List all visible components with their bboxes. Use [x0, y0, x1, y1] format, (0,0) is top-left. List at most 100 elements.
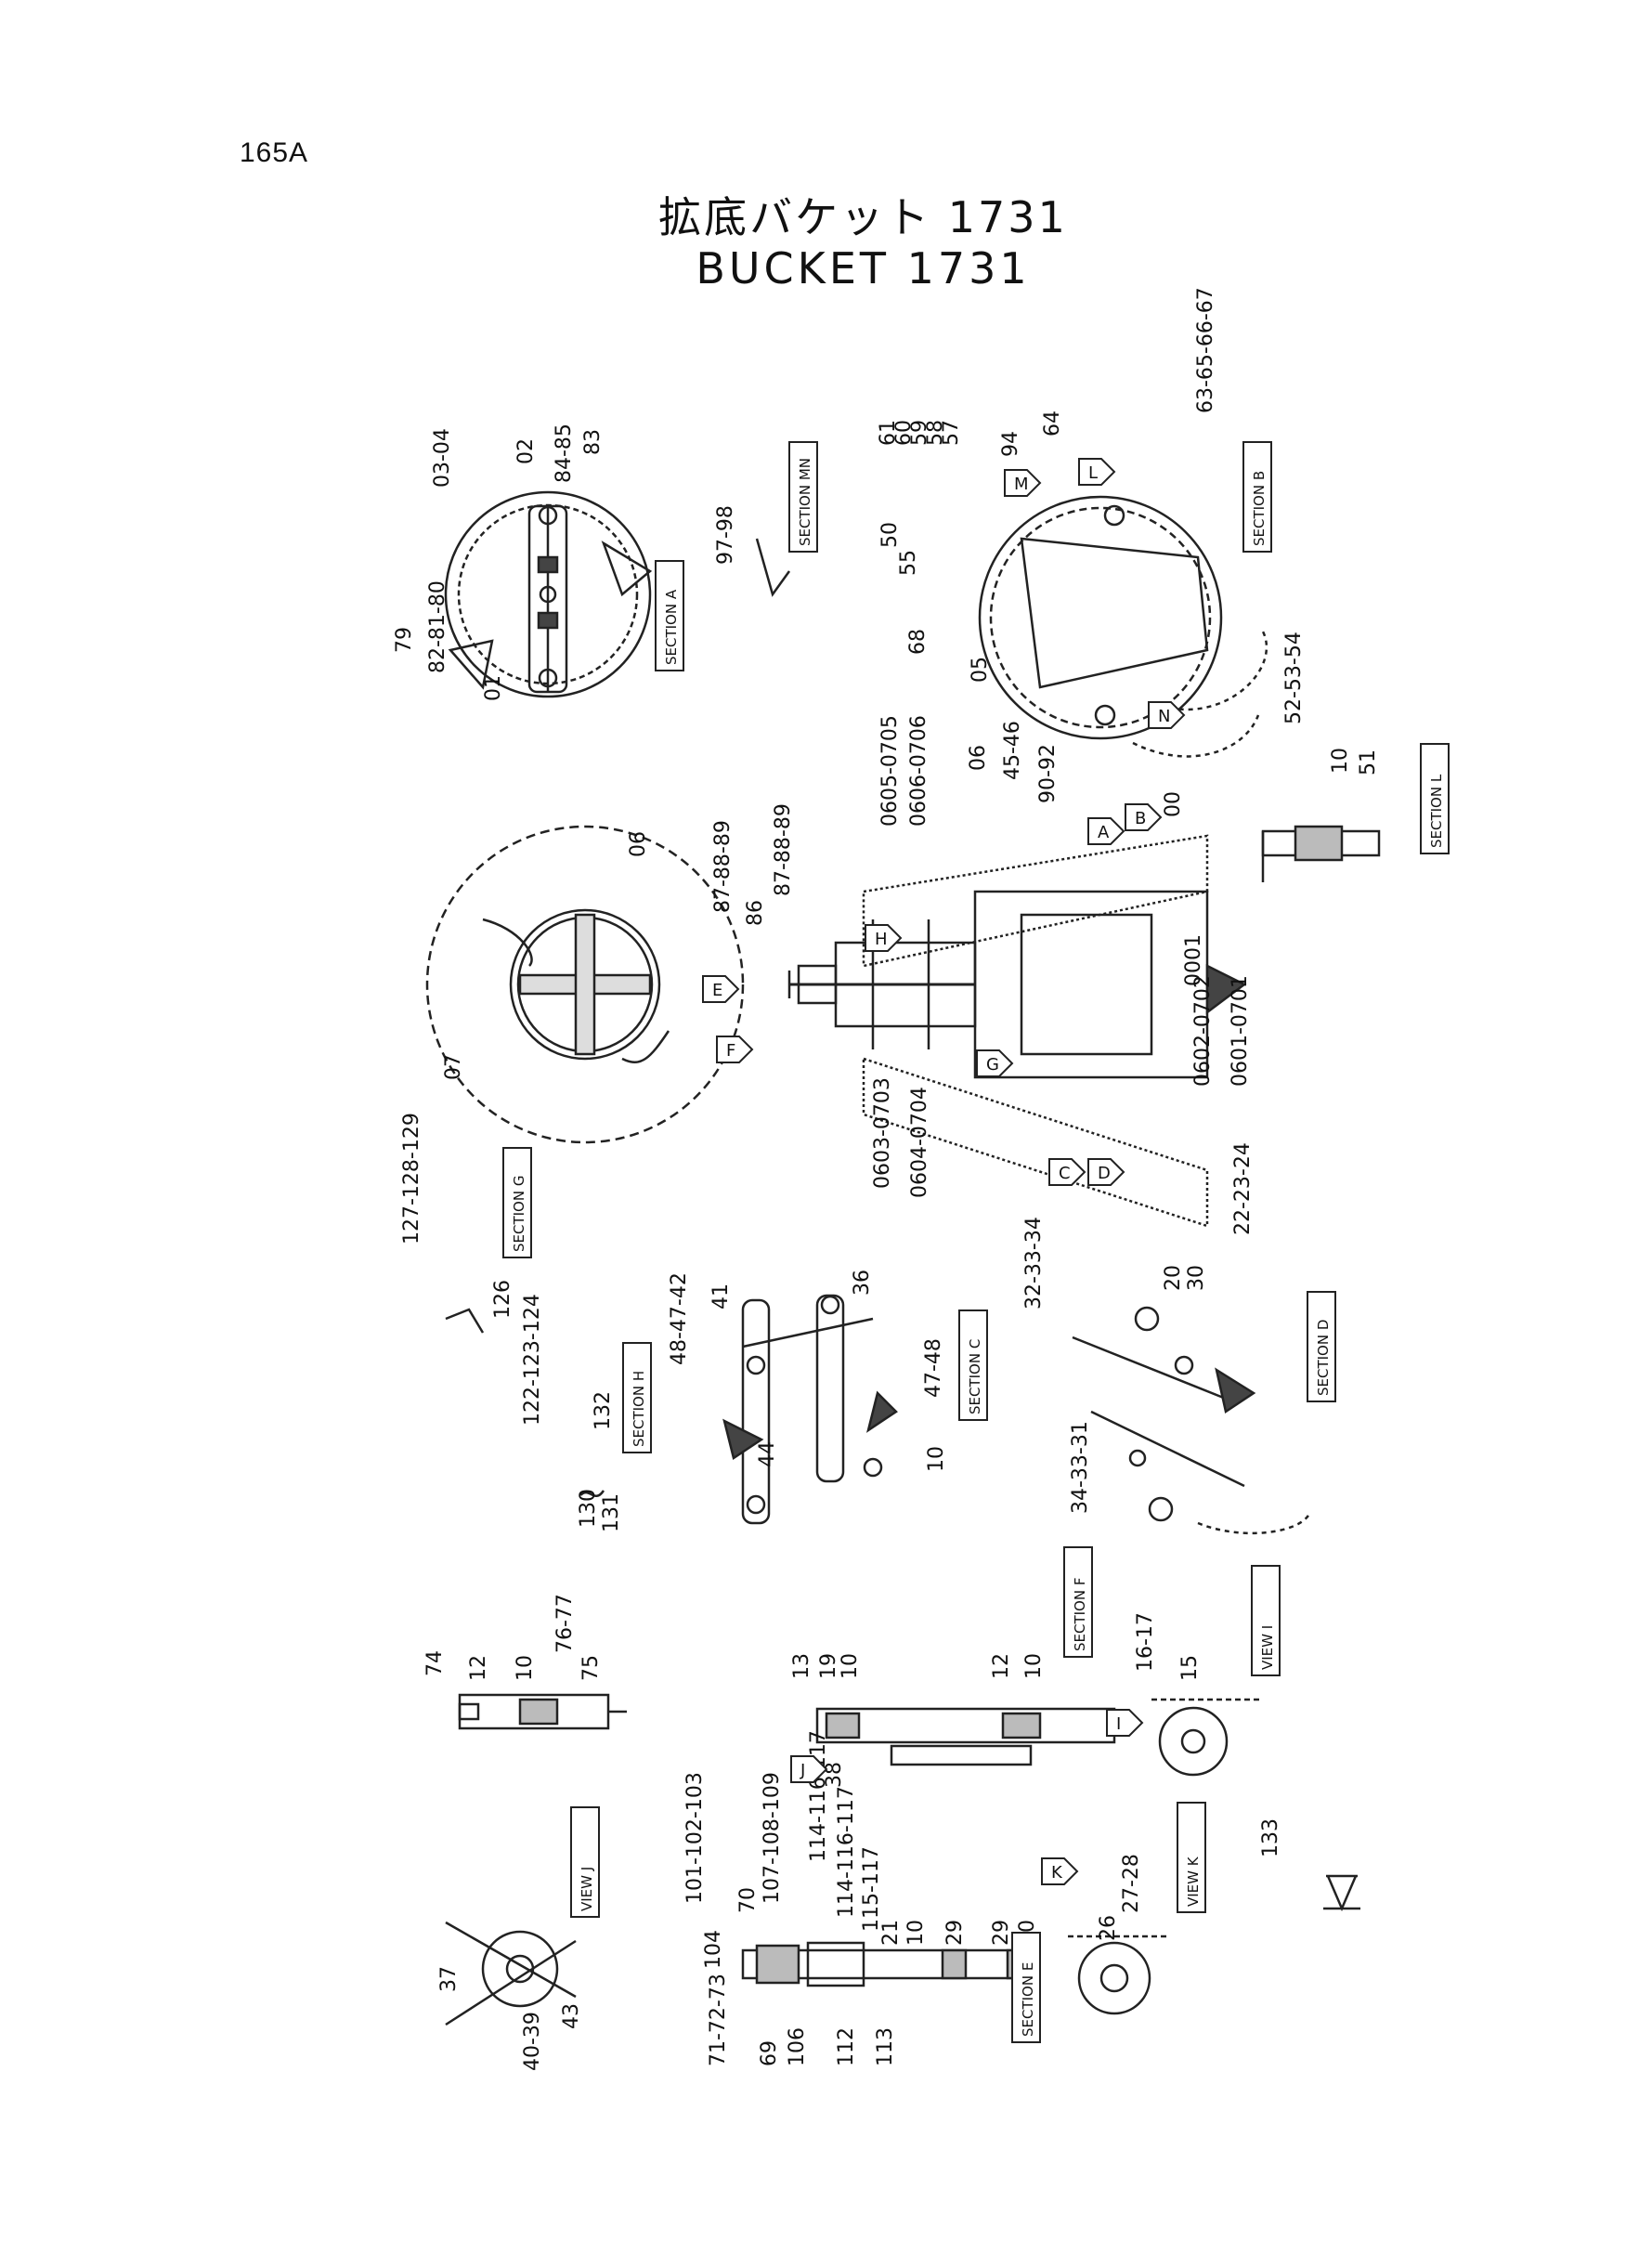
view-arrow-shape [1106, 1709, 1144, 1737]
section-tag-label: SECTION D [1315, 1320, 1332, 1396]
view-arrow-letter: D [1098, 1164, 1111, 1183]
part-callout-c20: 05 [969, 657, 992, 683]
section-tag-label: SECTION A [663, 589, 680, 665]
part-callout-c24: 06 [627, 831, 650, 857]
part-callout-c30: 0606-0706 [907, 715, 930, 827]
part-callout-c57: 74 [423, 1650, 447, 1676]
section-tag-label: SECTION C [967, 1339, 983, 1414]
section-tag-label: VIEW I [1259, 1625, 1276, 1670]
part-callout-c11: 59 [908, 420, 931, 446]
section-tag-box [1307, 1291, 1336, 1402]
section-tag-s6: SECTION H [622, 1342, 652, 1453]
part-callout-c52: 32-33-34 [1022, 1217, 1046, 1309]
part-callout-c53: 20 [1162, 1265, 1185, 1291]
part-callout-c68: 15 [1178, 1655, 1202, 1681]
view-arrow-a10: C [1048, 1158, 1086, 1186]
section-tag-box [1063, 1546, 1093, 1658]
view-arrow-shape [1125, 803, 1163, 831]
part-callout-c18: 55 [897, 550, 920, 576]
section-h-wire [579, 1490, 605, 1497]
section-b-ring [978, 495, 1268, 758]
part-callout-c32: 45-46 [1001, 721, 1024, 780]
part-callout-c22: 10 [1329, 748, 1352, 774]
part-callout-c15: 64 [1041, 410, 1064, 436]
part-callout-c6: 84-85 [553, 423, 576, 483]
part-callout-c7: 83 [581, 429, 605, 455]
section-tag-s5: SECTION G [502, 1147, 532, 1258]
part-callout-c39: 0604-0704 [908, 1087, 931, 1198]
section-f-shaft [815, 1707, 1116, 1766]
part-callout-c12: 58 [924, 420, 947, 446]
view-arrow-letter: E [712, 981, 722, 1000]
part-callout-c55: 22-23-24 [1231, 1142, 1255, 1235]
view-arrow-shape [1048, 1158, 1086, 1186]
part-callout-c82: 27-28 [1120, 1854, 1143, 1913]
view-arrow-shape [865, 924, 903, 952]
section-tag-box [1251, 1565, 1281, 1676]
part-callout-c67: 16-17 [1134, 1612, 1157, 1672]
section-tag-label: SECTION MN [797, 458, 813, 546]
section-tag-box [1177, 1802, 1206, 1913]
part-callout-c91: 40-39 [521, 2012, 544, 2071]
part-callout-c58: 12 [467, 1655, 490, 1681]
view-arrow-letter: A [1098, 823, 1110, 842]
part-callout-c84: 104 [702, 1930, 725, 1969]
part-callout-c49: 47-48 [922, 1338, 945, 1398]
part-callout-c54: 30 [1185, 1265, 1208, 1291]
part-callout-c71: 101-102-103 [683, 1772, 707, 1904]
view-arrow-a7: F [716, 1036, 754, 1063]
part-callout-c31: 06 [967, 745, 990, 771]
part-callout-c50: 44 [756, 1441, 779, 1467]
view-arrow-a4: A [1087, 817, 1125, 845]
view-arrow-shape [702, 975, 740, 1003]
view-arrow-a12: I [1106, 1709, 1144, 1737]
view-arrow-a13: J [790, 1755, 828, 1783]
part-callout-c10: 60 [892, 420, 916, 446]
section-tag-s13: SECTION E [1011, 1932, 1041, 2043]
section-tag-label: SECTION G [511, 1176, 527, 1252]
section-tag-box [622, 1342, 652, 1453]
section-tag-s11: VIEW J [570, 1806, 600, 1918]
part-callout-c21: 52-53-54 [1282, 632, 1306, 724]
view-arrow-shape [1078, 458, 1116, 486]
part-callout-c77: 10 [904, 1920, 928, 1946]
view-k-circle [1068, 1935, 1170, 2015]
section-tag-box [570, 1806, 600, 1918]
view-arrow-a5: B [1125, 803, 1163, 831]
view-arrow-letter: J [800, 1761, 805, 1780]
shackle-133 [1323, 1874, 1360, 1912]
view-arrow-a14: K [1041, 1857, 1079, 1885]
title-japanese: 拡底バケット 1731 [658, 192, 1068, 242]
section-tag-label: SECTION E [1020, 1962, 1036, 2037]
part-callout-c88: 106 [786, 2027, 809, 2066]
part-callout-c56: 34-33-31 [1069, 1421, 1092, 1514]
part-callout-c45: 131 [600, 1493, 623, 1532]
section-tag-box [1242, 441, 1272, 553]
part-callout-c5: 02 [514, 438, 538, 464]
part-callout-c92: 43 [560, 2003, 583, 2029]
part-callout-c51: 10 [925, 1446, 948, 1472]
section-tag-box [958, 1309, 988, 1421]
view-arrow-letter: I [1116, 1714, 1121, 1734]
view-arrow-a8: H [865, 924, 903, 952]
view-arrow-a11: D [1087, 1158, 1125, 1186]
part-callout-c65: 12 [990, 1653, 1013, 1679]
view-arrow-shape [716, 1036, 754, 1063]
part-callout-c76: 21 [879, 1920, 903, 1946]
part-callout-c16: 63-65-66-67 [1194, 287, 1217, 413]
view-arrow-a9: G [976, 1049, 1014, 1077]
section-tag-label: SECTION B [1251, 471, 1268, 546]
part-callout-c33: 90-92 [1036, 744, 1060, 803]
title-english: BUCKET 1731 [696, 243, 1031, 293]
part-callout-c89: 112 [835, 2027, 858, 2066]
part-callout-c4: 03-04 [431, 428, 454, 488]
section-tag-box [788, 441, 818, 553]
part-callout-c73: 70 [736, 1887, 760, 1913]
view-arrow-shape [1087, 1158, 1125, 1186]
view-arrow-letter: H [875, 930, 888, 949]
section-tag-box [502, 1147, 532, 1258]
part-callout-c72: 107-108-109 [761, 1772, 784, 1904]
view-arrow-a2: M [1004, 469, 1042, 497]
part-callout-c2: 01 [482, 675, 505, 701]
section-tag-s2: SECTION MN [788, 441, 818, 553]
